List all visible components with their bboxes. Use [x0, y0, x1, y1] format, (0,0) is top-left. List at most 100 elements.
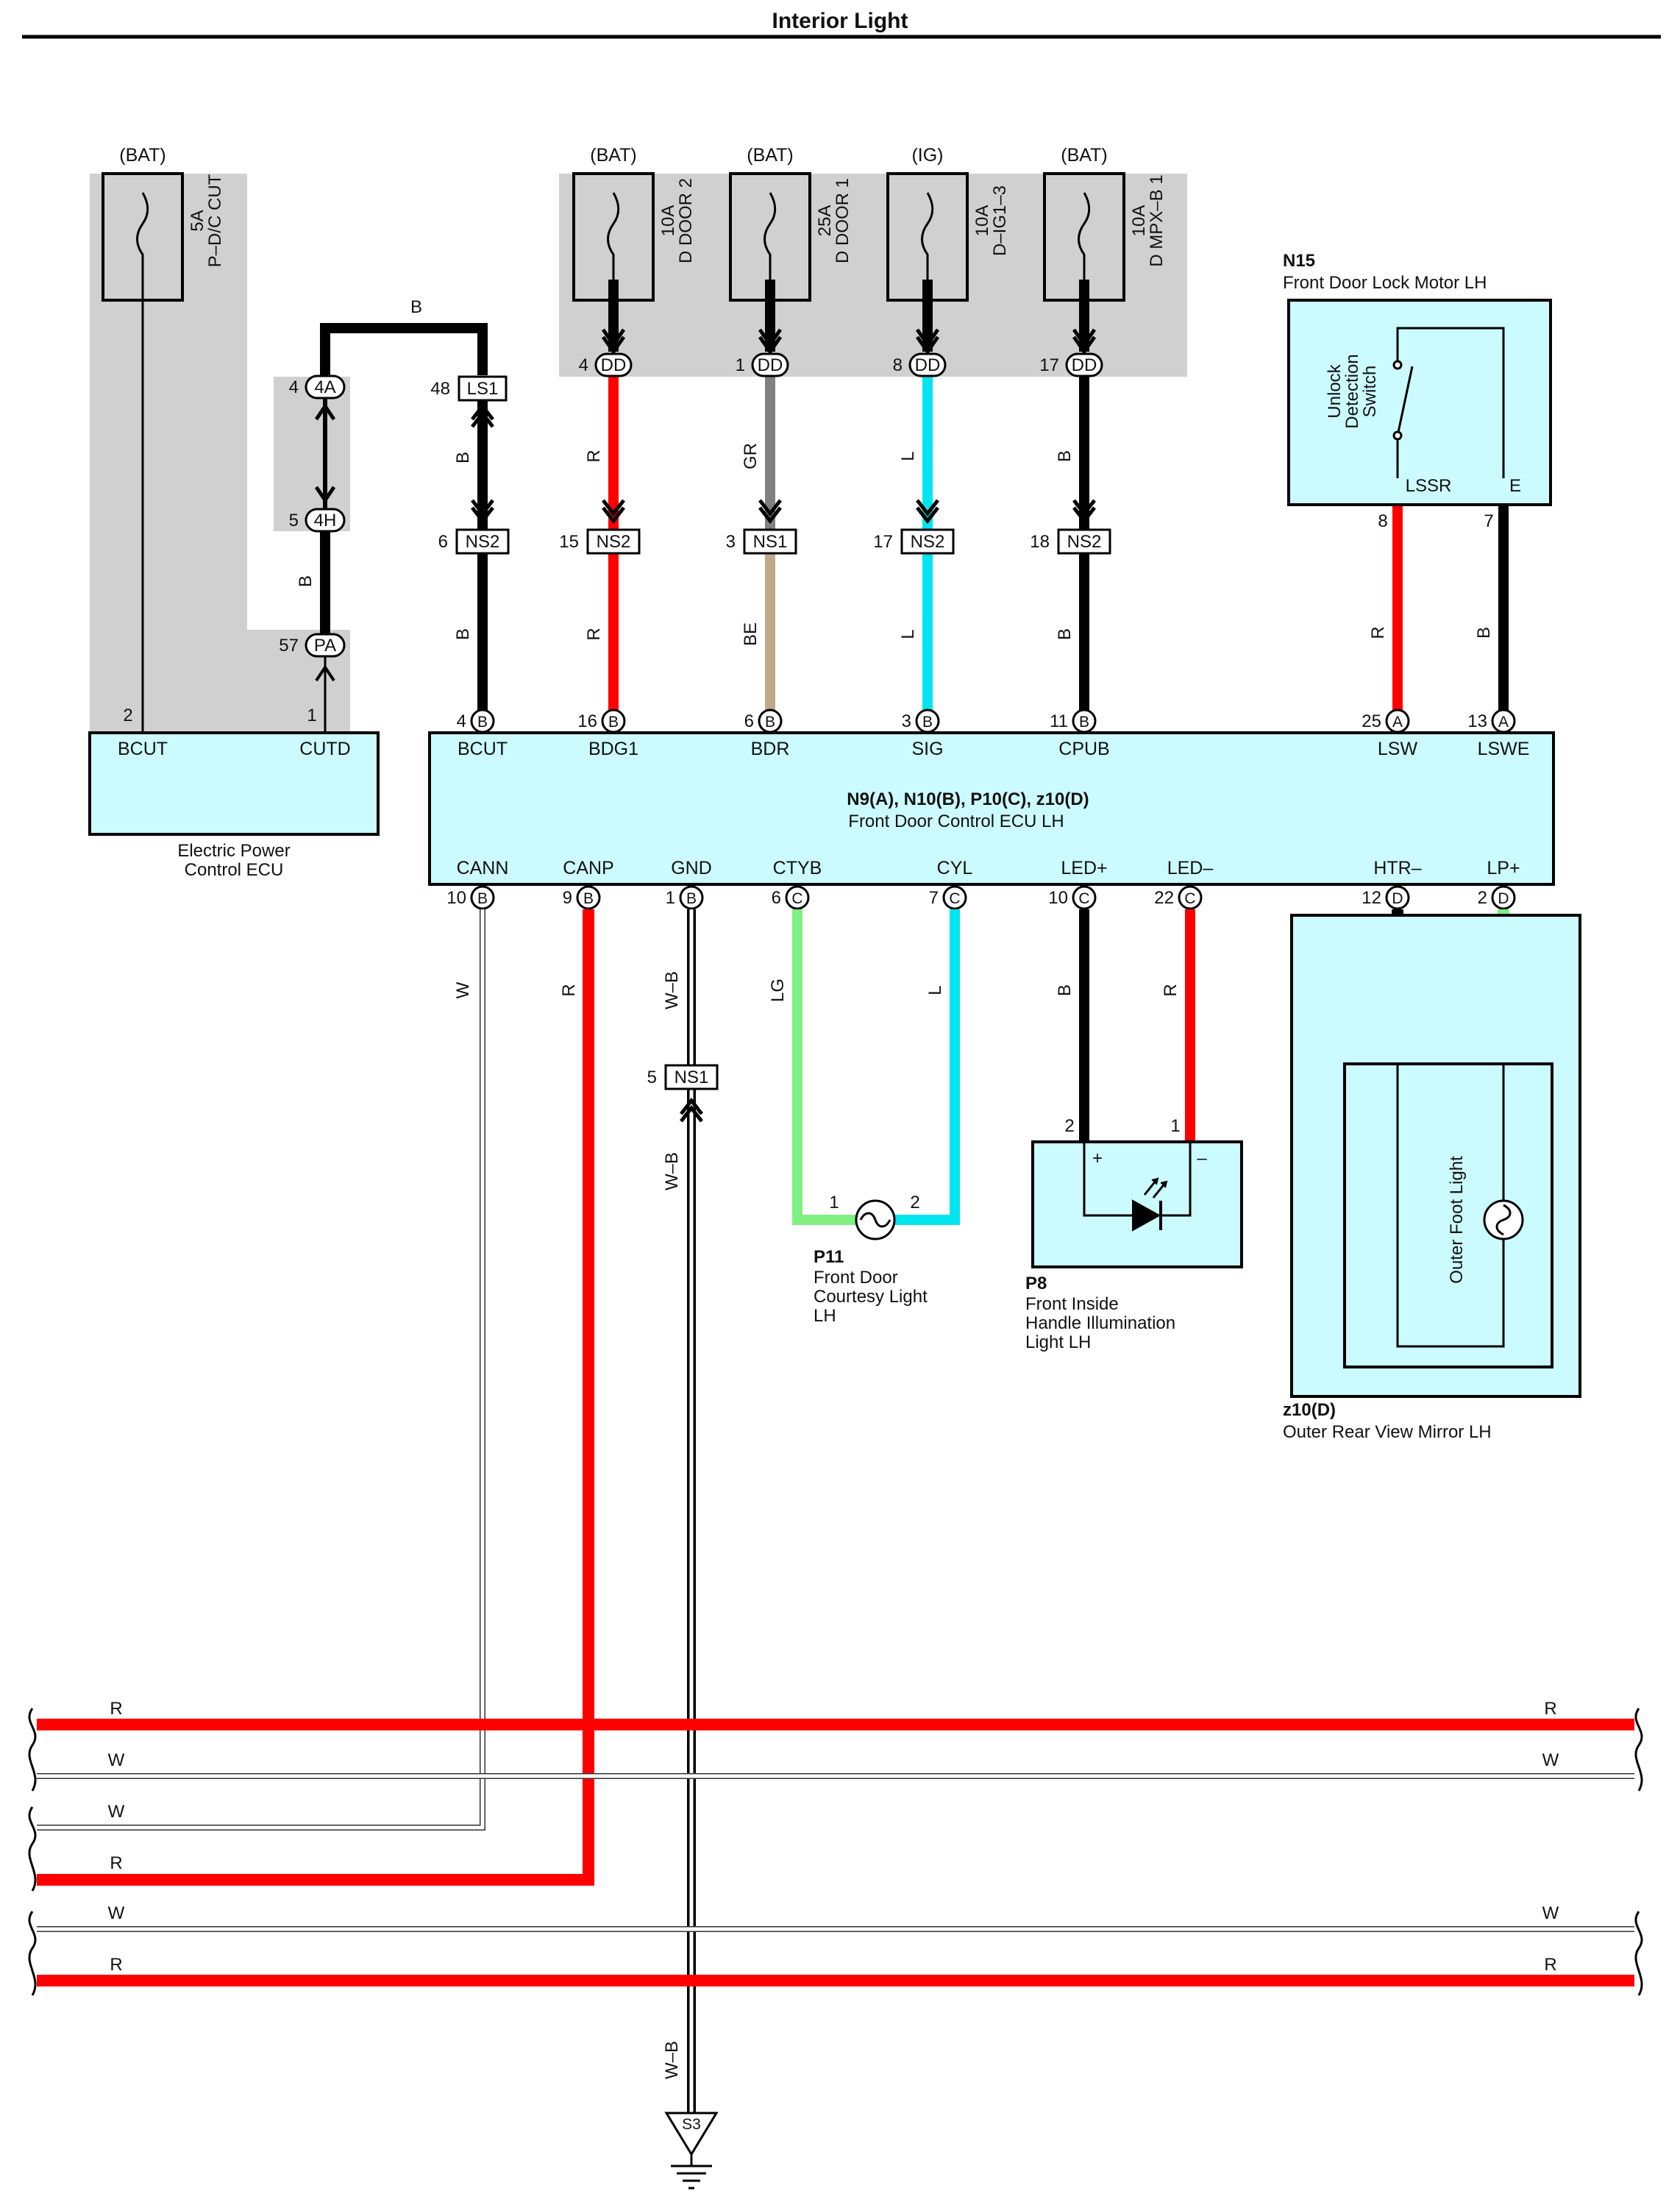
pin-connector-code: C [1184, 890, 1195, 907]
pin-label: CUTD [299, 739, 350, 759]
connector-dd: DD 17 [1039, 328, 1103, 377]
wire-color-label: R [1368, 626, 1388, 639]
fuse-d-door2: (BAT) 10AD DOOR 2 [572, 145, 696, 302]
pin-circle [785, 885, 810, 910]
break-mark [1634, 1708, 1643, 1792]
fuse-pdc-cut: (BAT) 5AP–D/C CUT [102, 145, 225, 302]
wire-color-label: B [453, 628, 473, 640]
pin-connector-code: C [949, 890, 960, 907]
text-line: D–IG1–3 [990, 185, 1010, 256]
wire-w-cann [37, 909, 485, 1830]
fuse-rating-label: 10AD MPX–B 1 [1129, 174, 1167, 266]
switch-label: UnlockDetectionSwitch [1325, 354, 1380, 428]
text-line: Front Inside [1025, 1294, 1119, 1314]
connector-pin: 5 [647, 1068, 657, 1087]
connector-pin: 4 [579, 355, 588, 375]
connector-pin: 3 [726, 532, 736, 552]
component-name: Front Door Lock Motor LH [1283, 273, 1487, 293]
pin-number: 7 [929, 888, 939, 908]
wire-color-label: L [898, 451, 918, 461]
front-door-lock-motor: N15 Front Door Lock Motor LH UnlockDetec… [1283, 251, 1552, 531]
connector-pin: 8 [893, 355, 903, 375]
fuse-source-label: (BAT) [1061, 145, 1107, 166]
text-line: LH [814, 1306, 836, 1326]
pin-label: CPUB [1058, 739, 1109, 759]
component-name: Outer Rear View Mirror LH [1283, 1422, 1492, 1442]
pin-number: 2 [1478, 888, 1487, 908]
pin-label: CANP [563, 858, 613, 878]
wire-color-label: BE [741, 622, 761, 646]
pin-label: LSW [1378, 739, 1418, 759]
connector-4a: 4A 4 [289, 374, 346, 421]
pin-connector-code: B [686, 890, 697, 907]
fuse-d-ig1-3: (IG) 10AD–IG1–3 [886, 145, 1010, 302]
pin-label: BCUT [118, 739, 168, 759]
bus-label: R [1544, 1699, 1556, 1719]
wire-color-label: B [453, 452, 473, 464]
wire-color-label: R [559, 984, 579, 996]
bus-label: W [108, 1802, 125, 1822]
bus-label: R [110, 1955, 122, 1975]
wire-color-label: W–B [662, 2041, 682, 2079]
connector-pin: 5 [289, 511, 299, 530]
text-line: 10A [1129, 205, 1149, 237]
pin-connector-code: B [477, 890, 488, 907]
pin-connector-code: C [791, 890, 802, 907]
lamp-label: Outer Foot Light [1447, 1156, 1467, 1284]
connector-pin: 57 [279, 636, 299, 656]
text-line: Front Door [814, 1268, 898, 1288]
pin-label: HTR– [1373, 858, 1421, 878]
pin-circle [1072, 885, 1097, 910]
pin-number: 11 [1050, 711, 1068, 731]
ecu-code: N9(A), N10(B), P10(C), z10(D) [847, 789, 1089, 809]
pin-number: 6 [744, 711, 754, 731]
connector-ns1 [664, 1064, 719, 1090]
pin-number: 9 [563, 888, 572, 908]
pin-circle [1491, 885, 1516, 910]
text-line: Switch [1360, 366, 1380, 418]
connector-code: DD [758, 355, 783, 375]
bus-label: W [1542, 1750, 1559, 1770]
pin-connector-code: B [583, 890, 594, 907]
connector-ls1: LS1 48 [430, 375, 508, 525]
pin-label: CYL [937, 858, 973, 878]
pin-circle [601, 709, 626, 734]
pin-circle [679, 885, 704, 910]
dd-connectors: DD 4 DD 1 DD 8 DD 17 [579, 328, 1103, 377]
ground-triangle [664, 2112, 719, 2156]
text-line: D DOOR 1 [833, 178, 853, 263]
pin-label: LSSR [1406, 476, 1452, 496]
bus-label: R [1544, 1955, 1556, 1975]
pin-label: BCUT [458, 739, 508, 759]
lower-wires: W R NS1 5 W–B W–B W–B LG L B R B LG [37, 909, 1509, 2113]
pin-connector-code: B [765, 714, 775, 731]
text-line: 25A [815, 205, 835, 237]
wire-color-label: B [1055, 450, 1075, 462]
wire-color-label: GR [741, 443, 761, 469]
connector-pin: 6 [438, 532, 448, 552]
connector-code: NS1 [675, 1068, 709, 1087]
break-mark [28, 1708, 37, 1792]
connector-code: NS2 [597, 532, 631, 552]
ground-s3: S3 [664, 2112, 719, 2190]
text-line: Unlock [1325, 363, 1345, 418]
connector-pin: 1 [736, 355, 745, 375]
connector-code: PA [314, 636, 336, 656]
connector-code: 4H [314, 511, 337, 530]
pin-number: 6 [772, 888, 781, 908]
pin-connector-code: A [1498, 714, 1509, 731]
pin-number: 25 [1362, 711, 1381, 731]
fuse-icon [764, 192, 777, 280]
pin-number: 1 [307, 706, 316, 725]
wire-color-label: W [453, 981, 473, 998]
connector-code: 4A [314, 377, 335, 397]
fuse-rating-label: 5AP–D/C CUT [188, 174, 225, 267]
pin-number: 16 [577, 711, 597, 731]
connector-ns2: NS2 15 [559, 499, 641, 555]
connector-code: DD [915, 355, 941, 375]
pin-connector-code: A [1392, 714, 1403, 731]
fuse-source-label: (BAT) [747, 145, 793, 166]
